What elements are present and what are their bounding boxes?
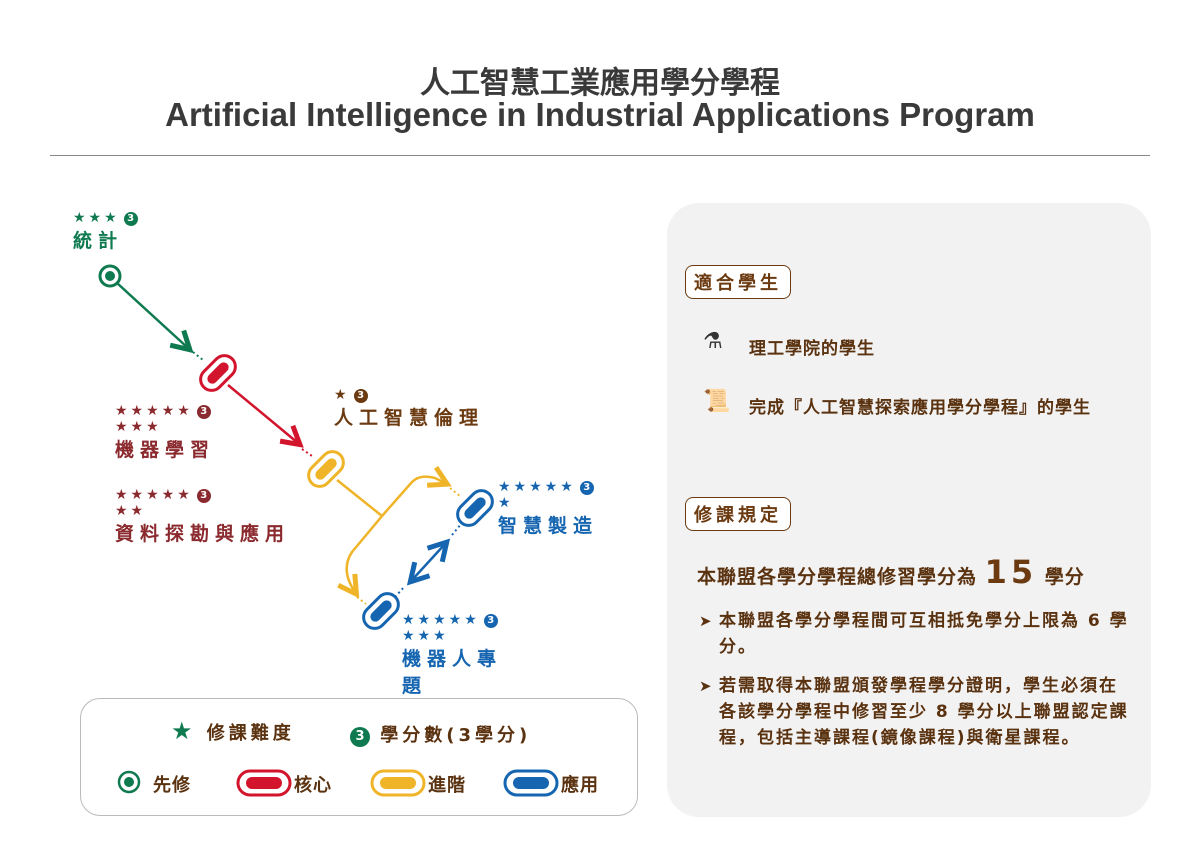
title-zh: 人工智慧工業應用學分學程 [420, 66, 780, 101]
arrow-blue-double [412, 544, 445, 580]
legend-label: 修課難度 [206, 723, 295, 744]
core-icon [236, 769, 292, 797]
scroll-icon: 📜 [703, 389, 731, 414]
advanced-node-ethics [307, 450, 345, 488]
difficulty-stars: ★★★★★3★ [498, 479, 608, 511]
difficulty-stars: ★★★★★3★★★ [402, 612, 512, 644]
difficulty-stars: ★★★★★3★★ [115, 487, 225, 519]
total-prefix: 本聯盟各學分學程總修習學分為 [697, 566, 978, 588]
eligible-item: 理工學院的學生 [749, 339, 875, 359]
rule-bullet: 本聯盟各學分學程間可互相抵免學分上限為 6 學分。 [719, 611, 1129, 657]
course-name: 機器人專題 [402, 648, 503, 697]
info-panel: 適合學生 ⚗ 理工學院的學生 📜 完成『人工智慧探索應用學分學程』的學生 修課規… [667, 203, 1151, 817]
chevron-right-icon: ➤ [699, 612, 712, 630]
eligible-tag: 適合學生 [685, 265, 791, 299]
total-number: 15 [984, 553, 1038, 591]
credit-badge-icon: 3 [123, 212, 138, 226]
total-credits: 本聯盟各學分學程總修習學分為 15 學分 [697, 553, 1085, 591]
star-icon: ★ [171, 717, 197, 745]
rules-tag: 修課規定 [685, 497, 791, 531]
legend-advanced-label: 進階 [428, 775, 466, 796]
course-data-mining: ★★★★★3★★ 資料探勘與應用 [115, 487, 291, 546]
eligible-item: 完成『人工智慧探索應用學分學程』的學生 [749, 398, 1091, 418]
credit-badge-icon: 3 [483, 614, 498, 628]
legend-application-label: 應用 [561, 775, 599, 796]
application-icon [503, 769, 559, 797]
arrow-red [227, 384, 298, 443]
course-robotics: ★★★★★3★★★ 機器人專題 [402, 612, 512, 698]
course-name: 資料探勘與應用 [115, 523, 291, 545]
legend: ★ 修課難度 3 學分數(3學分) 先修 核心 進階 應用 [80, 698, 638, 816]
legend-credits: 3 學分數(3學分) [346, 721, 531, 747]
title-en: Artificial Intelligence in Industrial Ap… [165, 96, 1035, 133]
difficulty-stars: ★★★3 [73, 210, 138, 226]
legend-prereq-label: 先修 [153, 775, 191, 796]
total-suffix: 學分 [1044, 566, 1085, 588]
course-name: 人工智慧倫理 [334, 407, 485, 429]
course-name: 智慧製造 [498, 515, 599, 537]
course-map [98, 264, 494, 630]
course-statistics: ★★★3 統計 [73, 210, 138, 253]
credit-badge-icon: 3 [350, 727, 370, 747]
prereq-node-statistics [98, 264, 122, 288]
arrow-yellow-down [347, 515, 383, 592]
arrow-green [116, 282, 188, 348]
credit-badge-icon: 3 [196, 489, 211, 503]
course-name: 機器學習 [115, 439, 216, 461]
application-node-manufacturing [456, 489, 494, 527]
core-node-ml [199, 354, 237, 392]
course-ethics: ★3 人工智慧倫理 [334, 387, 484, 430]
chevron-right-icon: ➤ [699, 677, 712, 695]
advanced-icon [370, 769, 426, 797]
legend-symbols [117, 769, 559, 797]
credit-badge-icon: 3 [196, 405, 211, 419]
difficulty-stars: ★★★★★3★★★ [115, 403, 225, 435]
difficulty-stars: ★3 [334, 387, 484, 403]
legend-difficulty: ★ 修課難度 [171, 717, 295, 745]
course-name: 統計 [73, 230, 124, 252]
arrow-yellow-up [381, 477, 445, 517]
course-ml: ★★★★★3★★★ 機器學習 [115, 403, 225, 462]
legend-core-label: 核心 [294, 775, 332, 796]
prereq-icon [117, 770, 141, 794]
credit-badge-icon: 3 [353, 389, 368, 403]
science-icon: ⚗ [703, 329, 723, 354]
divider [50, 155, 1150, 156]
legend-label: 學分數(3學分) [380, 725, 532, 746]
course-manufacturing: ★★★★★3★ 智慧製造 [498, 479, 608, 538]
rule-bullet: 若需取得本聯盟頒發學程學分證明，學生必須在各該學分學程中修習至少 8 學分以上聯… [719, 676, 1129, 748]
credit-badge-icon: 3 [579, 481, 594, 495]
